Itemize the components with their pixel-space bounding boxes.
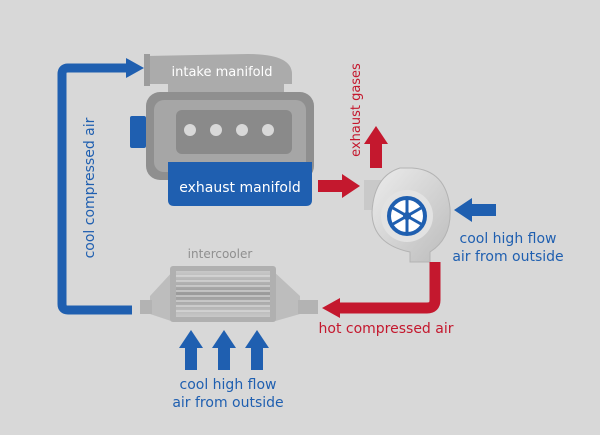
exhaust-gases-arrowhead: [364, 126, 388, 144]
exhaust-manifold: [168, 162, 312, 206]
intercooler: [140, 266, 318, 322]
cylinder-1: [184, 124, 196, 136]
hot-air-arrowhead: [322, 298, 340, 318]
intake-manifold: [144, 54, 292, 104]
outside-air-right-arrowhead: [454, 198, 472, 222]
cool-air-pipe: [57, 63, 132, 315]
cool-air-arrowhead: [126, 58, 144, 78]
hot-air-pipe: [338, 262, 441, 314]
engine-mount: [130, 116, 146, 148]
outside-air-arrow-2-head: [212, 330, 236, 348]
cylinder-3: [236, 124, 248, 136]
cool-compressed-air-label: cool compressed air: [82, 117, 98, 258]
exhaust-manifold-label: exhaust manifold: [179, 180, 300, 196]
cylinder-2: [210, 124, 222, 136]
outside-air-arrow-1-bar: [185, 346, 197, 370]
hot-compressed-air-label: hot compressed air: [319, 321, 454, 337]
outside-air-bottom-arrows: [179, 330, 269, 370]
outside-air-arrow-2-bar: [218, 346, 230, 370]
exhaust-flow-arrowhead: [342, 174, 360, 198]
cylinder-4: [262, 124, 274, 136]
turbocharger: [364, 167, 451, 263]
outside-air-right-bar: [470, 204, 496, 216]
intercooler-fins: [176, 275, 270, 312]
exhaust-gases-label: exhaust gases: [349, 63, 364, 157]
outside-air-right-line2: air from outside: [452, 249, 563, 265]
outside-air-bottom-line2: air from outside: [172, 395, 283, 411]
intercooler-label: intercooler: [188, 247, 253, 261]
exhaust-flow-bar: [318, 180, 344, 192]
exhaust-gases-bar: [370, 142, 382, 168]
outside-air-arrow-3-head: [245, 330, 269, 348]
outside-air-arrow-1-head: [179, 330, 203, 348]
outside-air-bottom-line1: cool high flow: [180, 377, 277, 393]
engine-block: [130, 92, 314, 180]
outside-air-right-line1: cool high flow: [460, 231, 557, 247]
outside-air-arrow-3-bar: [251, 346, 263, 370]
intake-manifold-label: intake manifold: [172, 65, 273, 80]
